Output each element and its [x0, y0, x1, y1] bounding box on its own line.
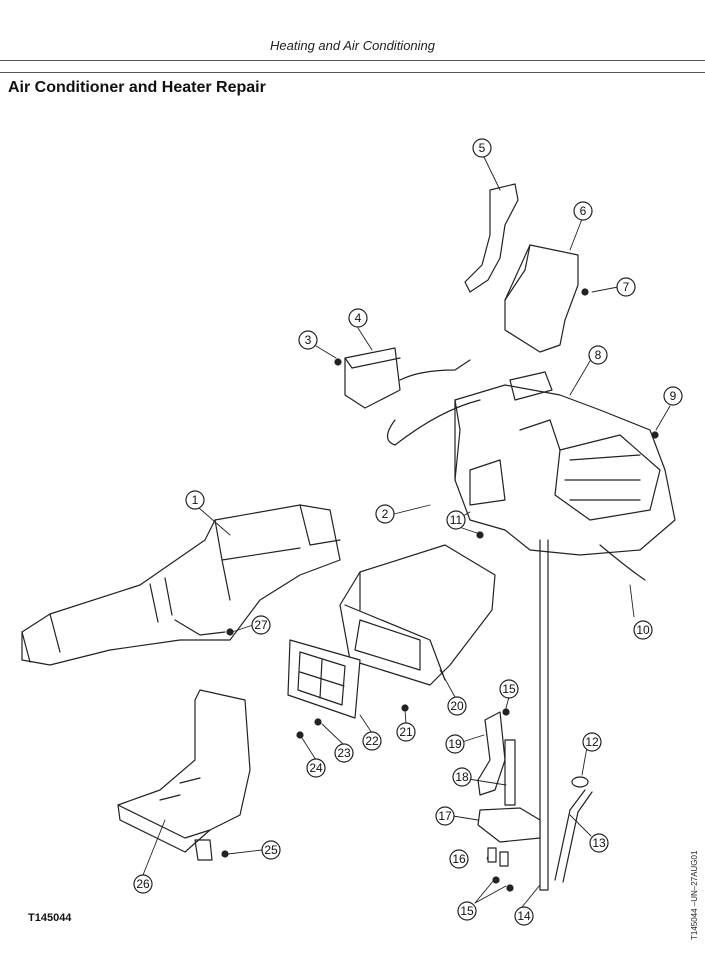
part-8-main-unit	[454, 371, 676, 556]
callout-19	[445, 734, 465, 754]
callout-label-22: 22	[365, 734, 379, 748]
header-rule-top	[0, 60, 705, 61]
callout-22	[362, 731, 382, 751]
callout-label-17: 17	[438, 809, 452, 823]
callout-label-6: 6	[580, 204, 587, 218]
part-10-hose	[599, 544, 646, 581]
callout-label-11: 11	[450, 513, 463, 527]
callout-8	[588, 345, 608, 365]
callout-label-12: 12	[585, 735, 599, 749]
part-4-control-module	[344, 347, 401, 409]
callout-label-1: 1	[192, 493, 199, 507]
figure-side-code: T145044 –UN–27AUG01	[690, 850, 699, 940]
callout-23	[334, 743, 354, 763]
callout-label-8: 8	[595, 348, 602, 362]
callout-26	[133, 874, 153, 894]
callout-label-14: 14	[517, 909, 531, 923]
part-17-plate	[477, 807, 541, 843]
callout-label-15-upper: 15	[502, 682, 516, 696]
callout-13	[589, 833, 609, 853]
callout-label-16: 16	[452, 852, 466, 866]
callout-11	[446, 510, 466, 530]
callout-label-23: 23	[337, 746, 351, 760]
header-rule-bottom	[0, 72, 705, 73]
part-1-air-duct	[21, 504, 341, 666]
part-22-filter	[287, 639, 361, 719]
callout-label-26: 26	[136, 877, 150, 891]
callout-6	[573, 201, 593, 221]
fasteners	[221, 288, 659, 892]
callout-label-25: 25	[264, 843, 278, 857]
callout-17	[435, 806, 455, 826]
running-header: Heating and Air Conditioning	[269, 38, 435, 53]
callout-label-5: 5	[479, 141, 486, 155]
callout-label-2: 2	[382, 507, 389, 521]
part-6-upper-duct	[504, 244, 579, 353]
callout-label-3: 3	[305, 333, 312, 347]
callout-20	[447, 696, 467, 716]
callout-21	[396, 722, 416, 742]
callout-label-10: 10	[636, 623, 650, 637]
callout-3	[298, 330, 318, 350]
leader-lines	[142, 156, 671, 908]
callout-10	[633, 620, 653, 640]
callout-label-18: 18	[455, 770, 469, 784]
part-5-defrost-duct	[464, 183, 519, 293]
callout-label-7: 7	[623, 280, 630, 294]
callout-18	[452, 767, 472, 787]
page-title: Air Conditioner and Heater Repair	[8, 79, 266, 96]
callouts	[133, 138, 683, 926]
callout-label-13: 13	[592, 836, 606, 850]
callout-label-20: 20	[450, 699, 464, 713]
callout-5	[472, 138, 492, 158]
part-20-filter-housing	[339, 544, 496, 686]
part-13-hose	[554, 789, 593, 883]
wire-harness	[386, 359, 481, 446]
callout-15-upper	[499, 679, 519, 699]
callout-label-15-lower: 15	[460, 904, 474, 918]
callout-12	[582, 732, 602, 752]
callout-14	[514, 906, 534, 926]
callout-label-21: 21	[399, 725, 413, 739]
callout-24	[306, 758, 326, 778]
part-14-hose	[539, 539, 549, 891]
callout-16	[449, 849, 469, 869]
callout-27	[251, 615, 271, 635]
part-16-fitting-a	[487, 847, 497, 863]
callout-4	[348, 308, 368, 328]
part-18-tube	[504, 739, 516, 806]
part-16-fitting-b	[499, 851, 509, 867]
callout-label-4: 4	[355, 311, 362, 325]
callout-2	[375, 504, 395, 524]
callout-label-9: 9	[670, 389, 677, 403]
callout-label-19: 19	[448, 737, 462, 751]
callout-9	[663, 386, 683, 406]
part-12-cap	[571, 776, 589, 788]
callout-25	[261, 840, 281, 860]
callout-7	[616, 277, 636, 297]
part-26-floor-duct	[117, 689, 251, 861]
callout-1	[185, 490, 205, 510]
figure-id: T145044	[28, 912, 72, 924]
callout-label-24: 24	[309, 761, 323, 775]
part-19-hose	[477, 711, 506, 796]
callout-15-lower	[457, 901, 477, 921]
callout-label-27: 27	[254, 618, 268, 632]
